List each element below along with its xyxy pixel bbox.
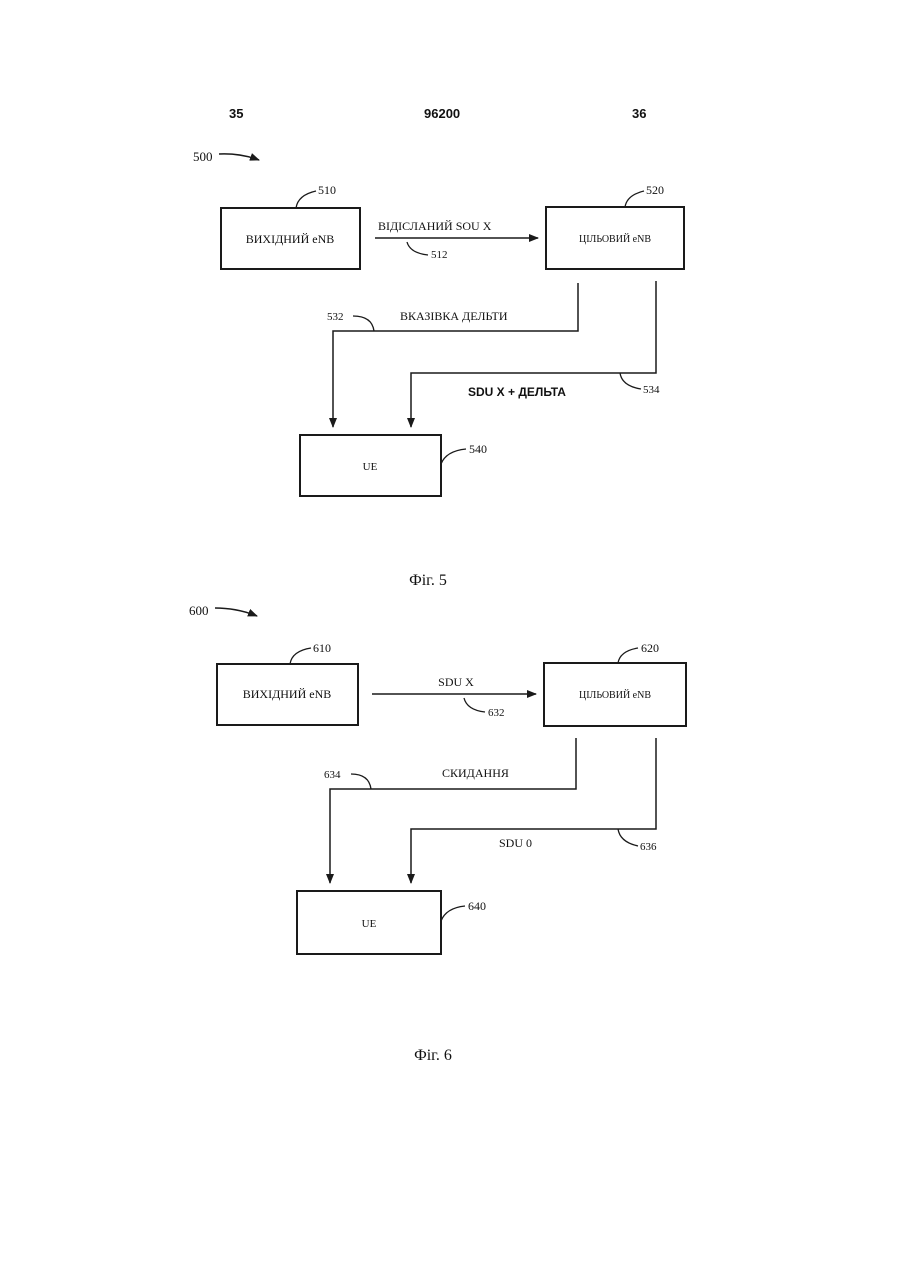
fig6-caption: Фіг. 6 — [414, 1047, 452, 1064]
figure-6: 600 ВИХІДНИЙ eNB 610 ЦІЛЬОВИЙ eNB 620 SD… — [189, 603, 686, 1064]
fig5-forward-ref: 512 — [431, 249, 448, 261]
fig6-source-ref: 610 — [313, 641, 331, 655]
fig5-forward-label: ВІДІСЛАНИЙ SOU X — [378, 219, 492, 233]
fig5-target-leader — [625, 191, 644, 207]
fig5-source-ref: 510 — [318, 183, 336, 197]
fig5-indication-label: ВКАЗІВКА ДЕЛЬТИ — [400, 309, 508, 323]
fig5-ue-ref: 540 — [469, 442, 487, 456]
fig6-source-leader — [290, 648, 311, 664]
fig5-target-enb-label: ЦІЛЬОВИЙ eNB — [579, 233, 651, 245]
fig5-target-ref: 520 — [646, 183, 664, 197]
fig5-ref-arrow — [219, 154, 259, 160]
fig5-ue-leader — [441, 449, 466, 464]
fig5-ref-label: 500 — [193, 149, 213, 164]
fig6-ue-label: UE — [362, 918, 377, 930]
fig5-data-ref: 534 — [643, 384, 660, 396]
fig6-ue-ref: 640 — [468, 899, 486, 913]
fig6-target-leader — [618, 648, 638, 663]
fig5-indication-arrow — [333, 283, 578, 427]
figure-5: 500 ВИХІДНИЙ eNB 510 ЦІЛЬОВИЙ eNB 520 ВІ… — [193, 149, 684, 589]
fig5-data-label: SDU X + ДЕЛЬТА — [468, 385, 566, 399]
fig6-indication-label: СКИДАННЯ — [442, 766, 509, 780]
fig6-indication-leader — [351, 774, 371, 789]
fig6-forward-ref: 632 — [488, 707, 505, 719]
fig6-ref-arrow — [215, 608, 257, 616]
fig6-forward-label: SDU X — [438, 675, 474, 689]
fig6-target-ref: 620 — [641, 641, 659, 655]
fig6-target-enb-label: ЦІЛЬОВИЙ eNB — [579, 689, 651, 701]
fig6-forward-leader — [464, 698, 485, 712]
fig5-ue-label: UE — [363, 461, 378, 473]
fig6-ue-leader — [441, 906, 465, 921]
fig6-data-label: SDU 0 — [499, 836, 532, 850]
fig5-indication-ref: 532 — [327, 311, 344, 323]
fig5-data-leader — [620, 373, 641, 389]
fig6-source-enb-label: ВИХІДНИЙ eNB — [243, 687, 332, 701]
fig5-source-enb-label: ВИХІДНИЙ eNB — [246, 232, 335, 246]
fig6-data-arrow — [411, 738, 656, 883]
fig6-indication-arrow — [330, 738, 576, 883]
fig6-indication-ref: 634 — [324, 769, 341, 781]
fig5-source-leader — [296, 191, 316, 208]
fig6-data-ref: 636 — [640, 841, 657, 853]
fig5-caption: Фіг. 5 — [409, 572, 447, 589]
fig5-forward-leader — [407, 242, 428, 255]
fig5-indication-leader — [353, 316, 374, 331]
fig5-data-arrow — [411, 281, 656, 427]
fig6-data-leader — [618, 829, 638, 846]
fig6-ref-label: 600 — [189, 603, 209, 618]
